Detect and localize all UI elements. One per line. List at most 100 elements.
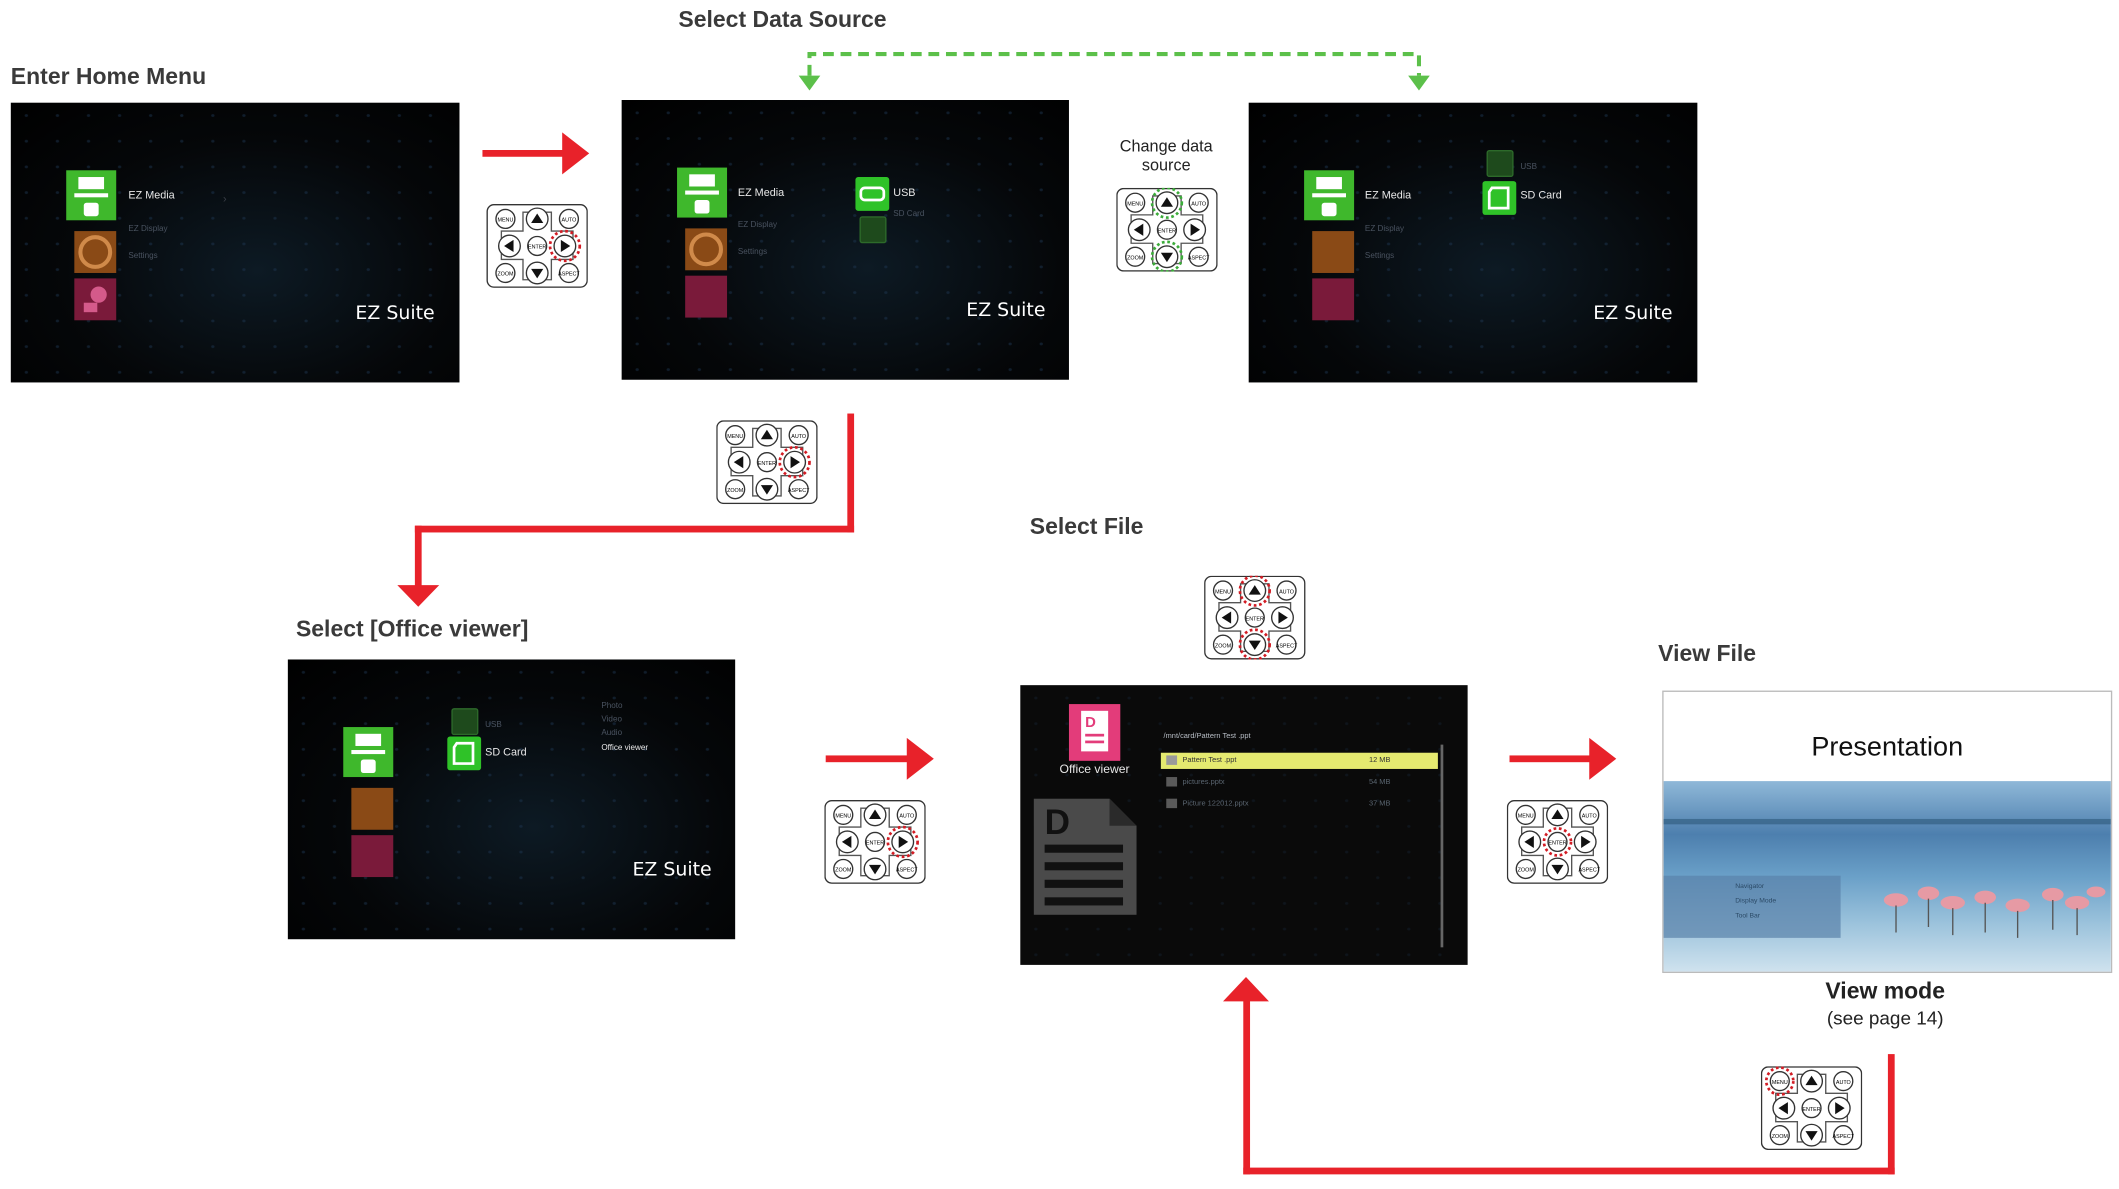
svg-text:ZOOM: ZOOM bbox=[1772, 1134, 1789, 1140]
svg-text:D: D bbox=[1045, 803, 1070, 842]
remote-keypad: MENU AUTO ENTER ZOOM ASPECT bbox=[486, 204, 588, 295]
file-row[interactable]: Picture 122012.pptx 37 MB bbox=[1161, 796, 1438, 812]
remote-keypad: MENU AUTO ENTER ZOOM ASPECT bbox=[1116, 186, 1218, 279]
menu-item-ez-media: EZ Media bbox=[1364, 189, 1412, 202]
remote-keypad: MENU AUTO ENTER ZOOM ASPECT bbox=[1506, 800, 1609, 891]
remote-keypad: MENU AUTO ENTER ZOOM ASPECT bbox=[1760, 1066, 1863, 1157]
source-usb: USB bbox=[485, 721, 502, 730]
office-file-list-screen: D Office viewer D /mnt/card/Pattern Test… bbox=[1020, 685, 1468, 965]
settings-icon bbox=[74, 278, 117, 321]
ez-suite-logo: EZ Suite bbox=[355, 302, 435, 325]
file-size: 37 MB bbox=[1368, 800, 1391, 809]
view-menu-panel: Navigator Display Mode Tool Bar bbox=[1663, 875, 1841, 938]
change-data-source-note: Change data source bbox=[1119, 136, 1213, 175]
svg-text:ENTER: ENTER bbox=[1802, 1107, 1820, 1113]
file-icon bbox=[1166, 777, 1178, 787]
document-icon: D bbox=[1031, 798, 1139, 915]
sd-card-icon bbox=[447, 736, 482, 771]
media-type-video: Video bbox=[601, 716, 622, 725]
menu-item-settings: Settings bbox=[128, 252, 158, 261]
usb-icon bbox=[855, 177, 890, 211]
data-source-screen: EZ Media EZ Display Settings USB SD Card… bbox=[621, 100, 1069, 380]
ez-media-icon bbox=[1304, 170, 1355, 221]
file-name: Pattern Test .ppt bbox=[1182, 756, 1237, 765]
file-size: 54 MB bbox=[1368, 778, 1391, 787]
sd-card-icon bbox=[1482, 181, 1517, 215]
svg-text:ENTER: ENTER bbox=[758, 461, 776, 467]
svg-text:ASPECT: ASPECT bbox=[1833, 1134, 1855, 1140]
svg-text:ASPECT: ASPECT bbox=[1276, 643, 1298, 649]
file-icon bbox=[1166, 755, 1178, 765]
view-mode-note: (see page 14) bbox=[1826, 1006, 1944, 1029]
settings-icon bbox=[351, 835, 394, 878]
media-type-office-viewer: Office viewer bbox=[601, 744, 649, 753]
office-viewer-select-screen: USB SD Card Photo Video Audio Office vie… bbox=[287, 659, 736, 940]
menu-item-settings: Settings bbox=[1364, 252, 1395, 261]
scrollbar[interactable] bbox=[1440, 744, 1444, 948]
svg-text:AUTO: AUTO bbox=[899, 814, 914, 820]
svg-text:ASPECT: ASPECT bbox=[788, 488, 810, 494]
ez-media-icon bbox=[66, 170, 117, 221]
svg-text:ASPECT: ASPECT bbox=[1188, 255, 1210, 261]
ez-display-icon bbox=[685, 228, 728, 271]
data-source-sd-screen: EZ Media EZ Display Settings USB SD Card… bbox=[1248, 102, 1698, 383]
file-name: pictures.pptx bbox=[1182, 778, 1225, 787]
file-name: Picture 122012.pptx bbox=[1182, 800, 1249, 809]
source-sd-card: SD Card bbox=[1520, 189, 1562, 202]
svg-text:AUTO: AUTO bbox=[1582, 814, 1597, 820]
svg-text:ASPECT: ASPECT bbox=[1578, 868, 1600, 874]
source-usb: USB bbox=[893, 186, 916, 199]
svg-text:ASPECT: ASPECT bbox=[558, 272, 580, 278]
svg-text:MENU: MENU bbox=[1215, 589, 1231, 595]
svg-text:ZOOM: ZOOM bbox=[497, 272, 514, 278]
source-usb: USB bbox=[1520, 163, 1538, 172]
file-path: /mnt/card/Pattern Test .ppt bbox=[1163, 732, 1251, 741]
source-sd-card: SD Card bbox=[893, 210, 925, 219]
svg-text:AUTO: AUTO bbox=[1279, 589, 1294, 595]
svg-text:D: D bbox=[1085, 715, 1096, 731]
ez-display-icon bbox=[1312, 231, 1355, 273]
svg-text:ENTER: ENTER bbox=[866, 841, 884, 847]
office-viewer-app-icon: D bbox=[1068, 704, 1121, 761]
svg-text:ZOOM: ZOOM bbox=[835, 868, 852, 874]
svg-text:MENU: MENU bbox=[1127, 201, 1143, 207]
presentation-view-screen: Presentation Navigator Display Mode Too bbox=[1662, 690, 2113, 974]
media-type-audio: Audio bbox=[601, 729, 623, 738]
menu-item-ez-display: EZ Display bbox=[737, 221, 778, 230]
svg-text:AUTO: AUTO bbox=[1191, 201, 1206, 207]
usb-icon bbox=[1486, 150, 1514, 178]
settings-icon bbox=[1312, 278, 1355, 321]
step-label-enter-home-menu: Enter Home Menu bbox=[10, 63, 207, 90]
svg-text:ZOOM: ZOOM bbox=[1215, 643, 1232, 649]
view-menu-display-mode[interactable]: Display Mode bbox=[1735, 897, 1777, 906]
home-menu-screen: EZ Media EZ Display Settings › EZ Suite bbox=[10, 102, 460, 383]
remote-keypad: MENU AUTO ENTER ZOOM ASPECT bbox=[1204, 574, 1306, 667]
svg-text:MENU: MENU bbox=[835, 814, 851, 820]
chevron-right-icon: › bbox=[222, 193, 227, 206]
source-sd-card: SD Card bbox=[485, 745, 527, 759]
svg-text:AUTO: AUTO bbox=[561, 218, 576, 224]
remote-keypad: MENU AUTO ENTER ZOOM ASPECT bbox=[824, 800, 926, 891]
settings-icon bbox=[685, 275, 728, 318]
menu-item-ez-display: EZ Display bbox=[1364, 225, 1405, 234]
svg-text:ENTER: ENTER bbox=[528, 245, 546, 251]
file-row[interactable]: pictures.pptx 54 MB bbox=[1161, 774, 1438, 790]
svg-text:ZOOM: ZOOM bbox=[1127, 255, 1144, 261]
svg-text:ZOOM: ZOOM bbox=[1518, 868, 1535, 874]
ez-display-icon bbox=[351, 787, 394, 830]
svg-text:MENU: MENU bbox=[727, 434, 743, 440]
svg-text:AUTO: AUTO bbox=[1836, 1080, 1851, 1086]
flamingo-photo: Navigator Display Mode Tool Bar bbox=[1663, 781, 2111, 972]
menu-item-settings: Settings bbox=[737, 248, 768, 257]
svg-text:MENU: MENU bbox=[497, 218, 513, 224]
view-menu-navigator[interactable]: Navigator bbox=[1735, 882, 1765, 891]
svg-text:MENU: MENU bbox=[1772, 1080, 1788, 1086]
file-row[interactable]: Pattern Test .ppt 12 MB bbox=[1160, 752, 1438, 769]
svg-text:ENTER: ENTER bbox=[1158, 228, 1176, 234]
svg-text:ENTER: ENTER bbox=[1548, 841, 1566, 847]
view-menu-tool-bar[interactable]: Tool Bar bbox=[1735, 912, 1760, 921]
ez-media-icon bbox=[677, 167, 728, 218]
view-mode-title: View mode bbox=[1825, 978, 1946, 1005]
